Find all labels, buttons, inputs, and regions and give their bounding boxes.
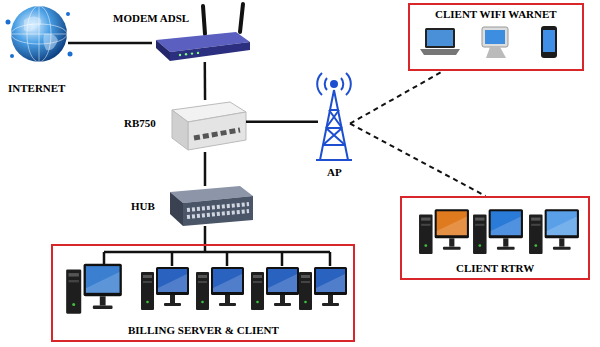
group-title: BILLING SERVER & CLIENT xyxy=(128,324,279,337)
router-icon xyxy=(172,102,246,150)
desktop-icon xyxy=(141,267,189,310)
laptop-icon xyxy=(420,28,460,55)
desktop-icon xyxy=(473,209,523,254)
cable-link xyxy=(68,42,152,45)
device-node: HUB xyxy=(165,186,253,226)
group-box: CLIENT WIFI WARNET xyxy=(408,3,584,71)
phone-icon xyxy=(541,26,557,58)
desktop-icon xyxy=(419,209,469,254)
cable-link xyxy=(246,120,318,123)
cable-link xyxy=(204,152,207,186)
device-node: AP xyxy=(318,66,350,162)
lan-bus xyxy=(104,244,330,266)
tablet-icon xyxy=(482,27,508,58)
device-label: MODEM ADSL xyxy=(113,12,189,25)
globe-icon xyxy=(6,6,73,62)
antenna-tower-icon xyxy=(316,73,352,160)
desktop-icon xyxy=(299,267,347,310)
group-title: CLIENT RTRW xyxy=(456,262,534,275)
wireless-link xyxy=(350,71,443,124)
device-label: HUB xyxy=(131,200,155,213)
device-node: INTERNET xyxy=(6,2,68,66)
desktop-icon xyxy=(251,267,299,310)
device-label: RB750 xyxy=(124,117,156,130)
group-box: BILLING SERVER & CLIENT xyxy=(51,244,355,342)
hub-icon xyxy=(170,186,253,226)
device-node: MODEM ADSL xyxy=(152,26,248,62)
device-node: RB750 xyxy=(168,100,246,152)
group-box: CLIENT RTRW xyxy=(400,196,590,280)
wireless-link xyxy=(350,124,486,196)
desktop-icon xyxy=(196,267,244,310)
device-label: INTERNET xyxy=(8,82,65,95)
group-title: CLIENT WIFI WARNET xyxy=(435,8,557,21)
server-icon xyxy=(66,264,122,314)
cable-link xyxy=(204,62,207,100)
cable-link xyxy=(204,226,207,244)
device-label: AP xyxy=(327,166,342,179)
desktop-icon xyxy=(529,209,579,254)
